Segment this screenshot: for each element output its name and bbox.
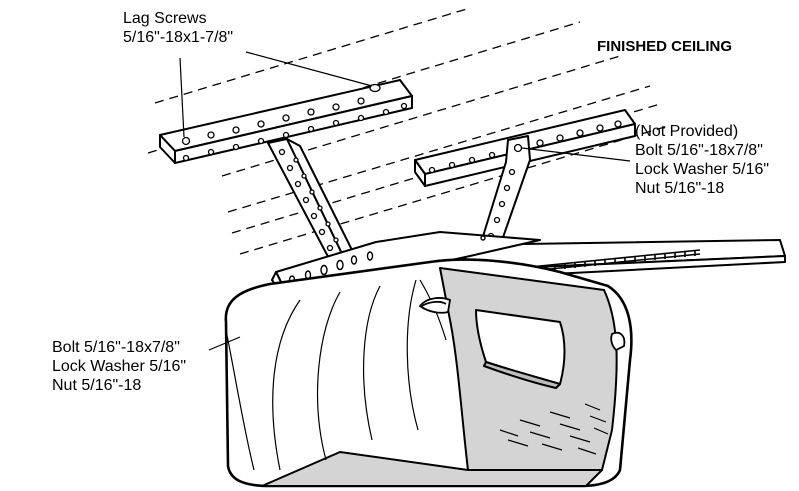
cover-latches xyxy=(418,297,626,352)
right-bracket-holes xyxy=(428,120,622,174)
finished-ceiling-label: FINISHED CEILING xyxy=(597,38,733,55)
left-hardware-label: Bolt 5/16"-18x7/8" Lock Washer 5/16" Nut… xyxy=(52,338,186,395)
left-bracket-holes xyxy=(181,83,408,162)
leader-lines xyxy=(179,51,631,351)
right-bolt-leader xyxy=(521,147,631,162)
right-nut-spec: Nut 5/16"-18 xyxy=(635,180,725,197)
lag-screw-leader-left xyxy=(179,57,185,138)
left-nut-spec: Nut 5/16"-18 xyxy=(52,377,142,394)
lens-window xyxy=(475,309,566,389)
not-provided-note: (Not Provided) xyxy=(635,123,739,140)
right-washer-spec: Lock Washer 5/16" xyxy=(635,161,770,178)
bottom-panel xyxy=(261,451,603,487)
left-strap-holes xyxy=(278,148,339,252)
left-washer-spec: Lock Washer 5/16" xyxy=(52,358,187,375)
left-bolt-spec: Bolt 5/16"-18x7/8" xyxy=(52,339,180,356)
lag-screw-leader-right xyxy=(245,51,373,87)
right-hardware-label: (Not Provided) Bolt 5/16"-18x7/8" Lock W… xyxy=(635,122,769,198)
motor-contour-lines xyxy=(225,279,447,471)
right-bolt-spec: Bolt 5/16"-18x7/8" xyxy=(635,142,763,159)
lag-screws-label: Lag Screws 5/16"-18x1-7/8" xyxy=(123,9,233,47)
right-strap-holes xyxy=(487,143,523,240)
left-bolt-leader xyxy=(208,336,241,351)
vent-hatching xyxy=(499,403,609,455)
left-hanging-strap xyxy=(267,138,357,269)
lag-screws-spec: 5/16"-18x1-7/8" xyxy=(123,29,234,46)
lag-screws-title: Lag Screws xyxy=(123,10,207,27)
